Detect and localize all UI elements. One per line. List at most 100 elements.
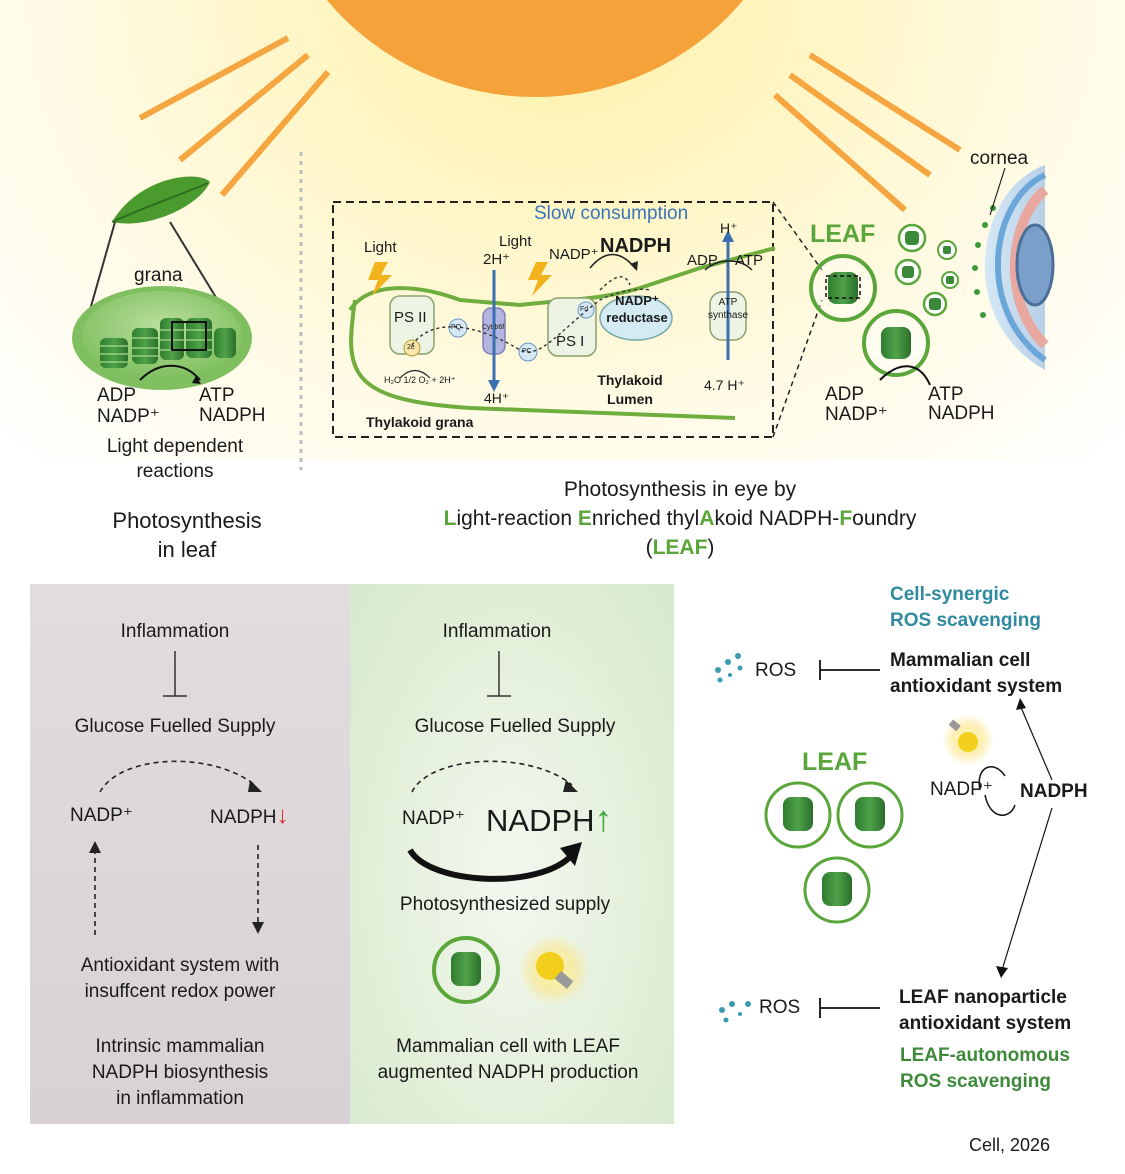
mid-nadph-text: NADPH: [486, 803, 595, 838]
acronym-e: E: [577, 507, 592, 530]
paren-open: (: [645, 536, 653, 559]
left-nadp: NADP⁺: [70, 805, 133, 826]
eye-adp: ADP: [825, 384, 865, 405]
four-seven-h-label: 4.7 H⁺: [704, 377, 745, 393]
atp-synthase-line2: synthase: [707, 310, 749, 321]
leaf-nadph: NADPH: [199, 405, 266, 426]
left-caption-line2: NADPH biosynthesis: [91, 1062, 269, 1083]
mid-nadph: NADPH↑: [486, 798, 613, 840]
cyt-label: Cyt b6f: [482, 324, 505, 331]
grana-label: grana: [134, 265, 183, 286]
leaf-atp: ATP: [199, 385, 235, 406]
pc-label: PC: [522, 348, 532, 355]
paren-close: ): [707, 536, 715, 559]
light-left-label: Light: [364, 239, 397, 256]
eye-nadp: NADP⁺: [825, 404, 888, 425]
eye-caption: Photosynthesis in eye by Light-reaction …: [360, 475, 1000, 562]
atp-synthase-label: ATP synthase: [700, 296, 756, 322]
h-plus-top-label: H⁺: [720, 220, 738, 236]
mammalian-system-label: Mammalian cell antioxidant system: [890, 648, 1062, 700]
ps1-label: PS I: [556, 333, 585, 350]
eye-nadph: NADPH: [928, 403, 995, 424]
nadp-reductase-label: NADP⁺ reductase: [597, 292, 677, 326]
ros-bottom-label: ROS: [759, 997, 801, 1018]
bottom-illustration: [89, 651, 1053, 1023]
pq-label: PQ: [451, 324, 462, 331]
mid-caption-line2: augmented NADPH production: [377, 1062, 639, 1083]
mid-caption: Mammalian cell with LEAF augmented NADPH…: [350, 1034, 666, 1086]
eye-caption-line1: Photosynthesis in eye by: [563, 478, 797, 501]
acronym-l: L: [443, 507, 457, 530]
acronym-oundry: oundry: [852, 507, 917, 530]
left-antioxidant: Antioxidant system with insuffcent redox…: [30, 953, 330, 1005]
mid-caption-line1: Mammalian cell with LEAF: [396, 1036, 620, 1057]
leaf-np-line2: antioxidant system: [899, 1013, 1072, 1034]
cell-synergic-line2: ROS scavenging: [890, 610, 1041, 631]
left-nadph: NADPH↓: [210, 802, 289, 830]
leaf-caption: Photosynthesis in leaf: [80, 506, 294, 564]
leaf-top-label: LEAF: [810, 220, 876, 248]
left-antioxidant-line1: Antioxidant system with: [80, 955, 280, 976]
sun-rays-right: [773, 52, 962, 213]
citation: Cell, 2026: [969, 1135, 1051, 1155]
red-down-arrow-icon: ↓: [276, 802, 289, 829]
mammalian-line1: Mammalian cell: [890, 650, 1031, 671]
sun: [326, 0, 744, 97]
right-nadp: NADP⁺: [930, 779, 993, 800]
leaf-icon: [111, 176, 210, 224]
sun-rays-left: [138, 35, 331, 197]
left-caption-line1: Intrinsic mammalian: [95, 1036, 265, 1057]
panel-leaf-augmented: [350, 584, 674, 1124]
leaf-caption-line1: Photosynthesis: [112, 508, 262, 533]
ps2-label: PS II: [394, 309, 427, 326]
left-glucose: Glucose Fuelled Supply: [74, 716, 276, 737]
nadph-box-label: NADPH: [600, 235, 672, 257]
autonomous-line1: LEAF-autonomous: [900, 1045, 1070, 1066]
thylakoid-lumen-label: Thylakoid Lumen: [580, 371, 680, 409]
acronym-ight: ight-reaction: [456, 507, 578, 530]
top-illustration: [72, 0, 1055, 470]
nadp-box-label: NADP⁺: [549, 246, 599, 263]
slow-consumption-label: Slow consumption: [534, 203, 689, 224]
leaf-adp: ADP: [97, 385, 137, 406]
eye-caption-line3: (LEAF): [360, 533, 1000, 562]
mid-glucose: Glucose Fuelled Supply: [414, 716, 616, 737]
adp-box-label: ADP: [687, 252, 718, 269]
eye-atp: ATP: [928, 384, 964, 405]
mid-nadp: NADP⁺: [402, 808, 465, 829]
water-label: H₂O 1/2 O₂ + 2H⁺: [384, 375, 456, 385]
mammalian-line2: antioxidant system: [890, 676, 1063, 697]
thylakoid-lumen-line1: Thylakoid: [597, 372, 663, 388]
nadp-reductase-line2: reductase: [606, 310, 668, 325]
ros-top-label: ROS: [755, 660, 797, 681]
left-caption: Intrinsic mammalian NADPH biosynthesis i…: [30, 1034, 330, 1112]
acronym-f: F: [839, 507, 853, 530]
acronym-nriched: nriched thyl: [591, 507, 700, 530]
cornea-label: cornea: [970, 148, 1029, 169]
fd-label: Fd: [580, 306, 589, 313]
leaf-nadp: NADP⁺: [97, 406, 160, 427]
green-up-arrow-icon: ↑: [594, 798, 613, 839]
left-nadph-text: NADPH: [210, 807, 277, 828]
two-e-label: 2e: [407, 344, 415, 351]
two-h-label: 2H⁺: [483, 251, 511, 268]
nadp-reductase-line1: NADP⁺: [615, 293, 659, 308]
leaf-np-system-label: LEAF nanoparticle antioxidant system: [899, 985, 1071, 1037]
cell-synergic-line1: Cell-synergic: [890, 584, 1010, 605]
light-mid-label: Light: [499, 233, 532, 250]
acronym-a: A: [699, 507, 715, 530]
mid-inflammation: Inflammation: [442, 621, 552, 642]
acronym-koid: koid NADPH-: [714, 507, 840, 530]
leaf-nanoparticles: [809, 223, 959, 386]
atp-synthase-line1: ATP: [718, 297, 738, 308]
light-dependent-text: Light dependent reactions: [80, 434, 270, 484]
eye-caption-line2: Light-reaction Enriched thylAkoid NADPH-…: [360, 504, 1000, 533]
light-dependent-line1: Light dependent: [106, 436, 244, 457]
cell-synergic-label: Cell-synergic ROS scavenging: [890, 582, 1041, 634]
leaf-autonomous-label: LEAF-autonomous ROS scavenging: [900, 1043, 1070, 1095]
leaf-right-label: LEAF: [802, 748, 868, 776]
mid-photosynthesized: Photosynthesized supply: [399, 894, 611, 915]
atp-box-label: ATP: [735, 252, 764, 269]
left-antioxidant-line2: insuffcent redox power: [84, 981, 276, 1002]
